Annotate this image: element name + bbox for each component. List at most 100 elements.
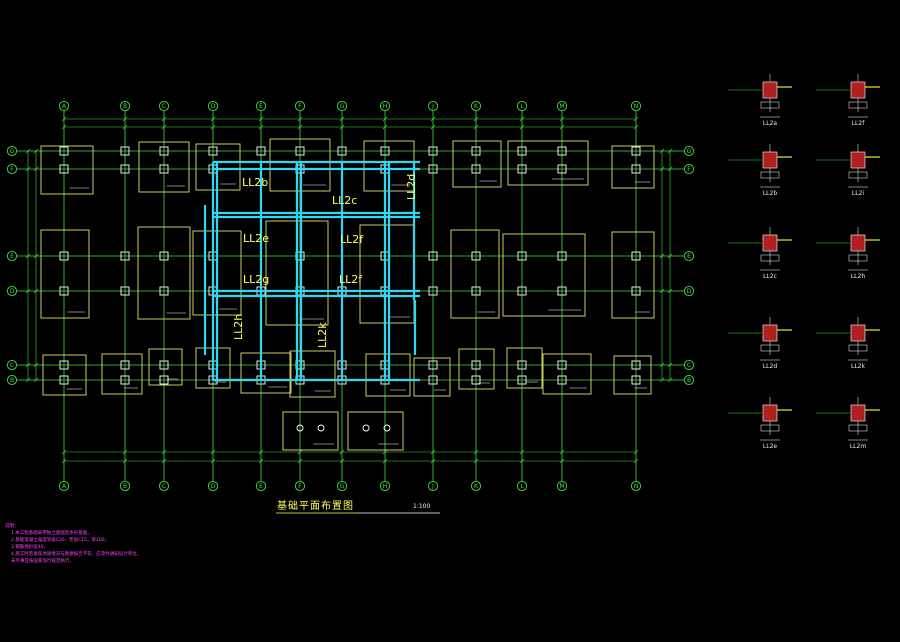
column — [517, 286, 527, 296]
dimension-tick — [258, 458, 264, 464]
dimension-tick — [473, 449, 479, 455]
axis-label-B: B — [123, 103, 127, 110]
dimension-tick — [667, 148, 673, 154]
dimension-tick — [61, 458, 67, 464]
column — [295, 146, 305, 156]
dimension-tick — [61, 124, 67, 130]
footing-pad — [542, 353, 592, 395]
footing-pad — [502, 233, 586, 317]
column — [428, 251, 438, 261]
column — [59, 375, 69, 385]
axis-label-N: N — [634, 103, 639, 110]
detail-label: LL2k — [851, 363, 866, 370]
dimension-tick — [122, 116, 128, 122]
axis-label-C: C — [162, 483, 166, 490]
dimension-tick — [559, 116, 565, 122]
dimension-tick — [33, 288, 39, 294]
axis-bubble-M — [556, 480, 568, 492]
dimension-tick — [659, 253, 665, 259]
dimension-tick — [210, 116, 216, 122]
dimension-tick — [122, 124, 128, 130]
dimension-tick — [25, 288, 31, 294]
axis-bubble-N — [630, 480, 642, 492]
axis-label-J: J — [431, 483, 434, 490]
pile — [383, 424, 391, 432]
axis-label-D: D — [10, 288, 15, 295]
detail-section — [850, 234, 866, 252]
axis-label-E: E — [10, 253, 14, 260]
footing-pad — [148, 348, 183, 386]
dimension-tick — [339, 449, 345, 455]
detail-label: LL2f — [852, 120, 866, 127]
dimension-tick — [430, 124, 436, 130]
footing-pad — [137, 226, 191, 320]
beam-label: LL2k — [316, 322, 329, 348]
dimension-tick — [25, 377, 31, 383]
detail-section — [762, 234, 778, 252]
column — [120, 164, 130, 174]
column — [517, 375, 527, 385]
axis-label-D: D — [211, 483, 216, 490]
detail-base — [760, 424, 780, 432]
detail-label: LL2b — [763, 190, 778, 197]
footing-pad — [40, 229, 90, 319]
detail-label: LL2m — [850, 443, 867, 450]
dimension-tick — [382, 449, 388, 455]
dimension-tick — [430, 449, 436, 455]
axis-bubble-A — [58, 480, 70, 492]
axis-bubble-J — [427, 480, 439, 492]
axis-label-J: J — [431, 103, 434, 110]
axis-label-K: K — [474, 103, 479, 110]
column — [471, 286, 481, 296]
detail-label: LL2a — [763, 120, 778, 127]
axis-bubble-K — [470, 480, 482, 492]
axis-label-C: C — [687, 362, 691, 369]
dimension-tick — [659, 362, 665, 368]
column — [256, 146, 266, 156]
detail-label: LL2i — [852, 190, 865, 197]
section-detail: LL2c — [728, 227, 792, 280]
footing-pad — [507, 140, 589, 186]
detail-base — [760, 344, 780, 352]
beam-label: LL2b — [242, 176, 268, 189]
footing-pad — [42, 354, 87, 396]
column — [120, 146, 130, 156]
axis-label-F: F — [10, 166, 14, 173]
axis-label-F: F — [298, 103, 302, 110]
detail-section — [762, 81, 778, 99]
column — [159, 286, 169, 296]
axis-label-H: H — [383, 483, 388, 490]
column — [631, 375, 641, 385]
axis-label-B: B — [10, 377, 14, 384]
pile — [296, 424, 304, 432]
detail-section — [850, 324, 866, 342]
dimension-tick — [667, 253, 673, 259]
dimension-tick — [122, 458, 128, 464]
pile — [317, 424, 325, 432]
column — [428, 164, 438, 174]
tie-beams — [203, 160, 420, 382]
axis-bubble-F — [6, 163, 18, 175]
section-detail: LL2m — [816, 397, 880, 450]
column — [59, 286, 69, 296]
axis-label-B: B — [687, 377, 691, 384]
footing-pad — [613, 355, 652, 395]
axis-label-E: E — [259, 483, 263, 490]
axis-bubble-J — [427, 100, 439, 112]
footing-pad — [40, 145, 94, 195]
dimension-tick — [659, 377, 665, 383]
column — [631, 286, 641, 296]
dimension-tick — [33, 253, 39, 259]
dimension-tick — [382, 124, 388, 130]
footing-pad — [289, 350, 336, 398]
axis-label-C: C — [10, 362, 14, 369]
detail-label: LL2c — [763, 273, 777, 280]
footing-pad — [138, 141, 190, 193]
detail-base — [848, 171, 868, 179]
column — [631, 146, 641, 156]
axis-bubble-H — [379, 100, 391, 112]
column — [380, 146, 390, 156]
dimension-tick — [633, 449, 639, 455]
dimension-tick — [339, 116, 345, 122]
